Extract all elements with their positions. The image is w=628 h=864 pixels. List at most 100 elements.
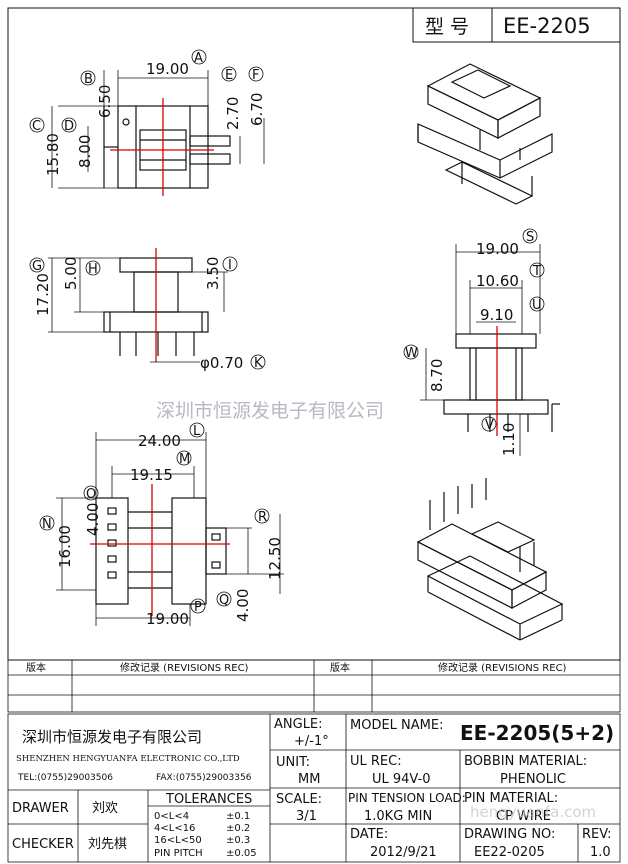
drawer-value: 刘欢 <box>92 801 118 816</box>
callout-i: I <box>228 258 232 273</box>
dim-5-00: 5.00 <box>62 257 80 290</box>
tol-range-2: 4<L<16 <box>154 823 195 834</box>
revisions-table <box>7 659 621 713</box>
callout-r: R <box>258 510 267 525</box>
rev-label: REV: <box>582 827 611 842</box>
company-fax: FAX:(0755)29003356 <box>156 773 252 783</box>
dim-8-00: 8.00 <box>76 135 94 168</box>
callout-p: P <box>194 600 202 615</box>
tol-value-4: ±0.05 <box>226 848 257 859</box>
company-tel: TEL:(0755)29003506 <box>17 773 113 783</box>
dim-6-70: 6.70 <box>248 93 266 126</box>
callout-m: M <box>179 452 190 467</box>
dim-8-70: 8.70 <box>428 359 446 392</box>
model-name-value: EE-2205(5+2) <box>460 721 614 745</box>
model-name-label: MODEL NAME: <box>350 718 443 733</box>
dim-12-50: 12.50 <box>266 537 284 580</box>
unit-value: MM <box>298 772 320 787</box>
iso-view-bottom <box>416 478 564 641</box>
pin-tension-label: PIN TENSION LOAD: <box>348 791 466 805</box>
callout-t: T <box>532 264 541 279</box>
dim-phi-0-70: φ0.70 <box>200 354 243 372</box>
angle-value: +/-1° <box>294 734 329 749</box>
watermark-company: 深圳市恒源发电子有限公司 <box>156 400 384 422</box>
dim-10-60: 10.60 <box>476 272 519 290</box>
callout-w: W <box>405 346 418 361</box>
callout-o: O <box>86 487 96 502</box>
dim-16-00: 16.00 <box>56 525 74 568</box>
company-name-cn: 深圳市恒源发电子有限公司 <box>22 728 202 746</box>
bottom-view <box>95 497 227 605</box>
header-model-label: 型 号 <box>425 16 469 38</box>
angle-label: ANGLE: <box>274 717 323 732</box>
checker-label: CHECKER <box>12 837 74 852</box>
drawing-no-label: DRAWING NO: <box>464 827 555 842</box>
callout-l: L <box>193 424 201 439</box>
pin-material-label: PIN MATERIAL: <box>464 791 558 806</box>
drawing-no-value: EE22-0205 <box>474 845 545 860</box>
top-view <box>103 105 231 189</box>
rev-version-label-1: 版本 <box>26 661 46 674</box>
dim-17-20: 17.20 <box>34 273 52 316</box>
callout-h: H <box>88 262 98 277</box>
scale-value: 3/1 <box>296 809 317 824</box>
date-label: DATE: <box>350 827 388 842</box>
callout-f: F <box>252 68 259 83</box>
dim-19-right: 19.00 <box>476 240 519 258</box>
dim-19-bottom: 19.00 <box>146 610 189 628</box>
tol-value-1: ±0.1 <box>226 811 250 822</box>
rev-value: 1.0 <box>590 845 611 860</box>
company-name-en: SHENZHEN HENGYUANFA ELECTRONIC CO.,LTD <box>16 754 240 764</box>
tol-range-3: 16<L<50 <box>154 835 202 846</box>
dim-2-70: 2.70 <box>224 97 242 130</box>
site-watermark: hengyuanfa.com <box>470 803 596 821</box>
callout-u: U <box>532 298 542 313</box>
tol-range-4: PIN PITCH <box>154 848 203 859</box>
front-view <box>443 333 560 432</box>
title-block <box>7 713 621 863</box>
rev-record-label-2: 修改记录 (REVISIONS REC) <box>438 661 567 674</box>
bobbin-material-value: PHENOLIC <box>500 772 566 787</box>
callout-k: K <box>254 356 263 371</box>
callout-q: Q <box>219 593 229 608</box>
ul-rec-label: UL REC: <box>350 754 402 769</box>
dim-9-10: 9.10 <box>480 306 513 324</box>
rev-record-label-1: 修改记录 (REVISIONS REC) <box>120 661 249 674</box>
tolerances-label: TOLERANCES <box>165 792 252 807</box>
callout-a: A <box>194 51 203 66</box>
dim-1-10: 1.10 <box>500 423 518 456</box>
pin-tension-value: 1.0KG MIN <box>364 809 432 824</box>
iso-view-top <box>417 63 553 205</box>
letter-labels: A B C D E F G H I K S T U W V L M N O R … <box>32 51 542 615</box>
header-model-value: EE-2205 <box>503 14 591 38</box>
callout-n: N <box>42 517 52 532</box>
dim-4-00-right: 4.00 <box>234 589 252 622</box>
checker-value: 刘先棋 <box>88 837 127 852</box>
header-box <box>412 7 621 43</box>
dim-24-00: 24.00 <box>138 432 181 450</box>
tol-value-3: ±0.3 <box>226 835 250 846</box>
callout-v: V <box>485 418 494 433</box>
callout-b: B <box>84 72 93 87</box>
tol-range-1: 0<L<4 <box>154 811 189 822</box>
rev-version-label-2: 版本 <box>330 661 350 674</box>
unit-label: UNIT: <box>276 755 310 770</box>
bobbin-material-label: BOBBIN MATERIAL: <box>464 754 587 769</box>
dim-4-00-left: 4.00 <box>84 503 102 536</box>
dim-15-80: 15.80 <box>44 133 62 176</box>
callout-d: D <box>64 119 74 134</box>
callout-g: G <box>32 259 42 274</box>
date-value: 2012/9/21 <box>370 845 437 860</box>
letter-callouts <box>29 49 545 614</box>
drawer-label: DRAWER <box>12 801 69 816</box>
callout-s: S <box>526 230 534 245</box>
dim-3-50: 3.50 <box>204 257 222 290</box>
dim-6-50: 6.50 <box>96 85 114 118</box>
pin-material-value: CP WIRE <box>496 809 551 824</box>
ul-rec-value: UL 94V-0 <box>372 772 431 787</box>
callout-c: C <box>32 119 41 134</box>
callout-e: E <box>225 68 233 83</box>
dim-19-top: 19.00 <box>146 60 189 78</box>
scale-label: SCALE: <box>276 792 322 807</box>
